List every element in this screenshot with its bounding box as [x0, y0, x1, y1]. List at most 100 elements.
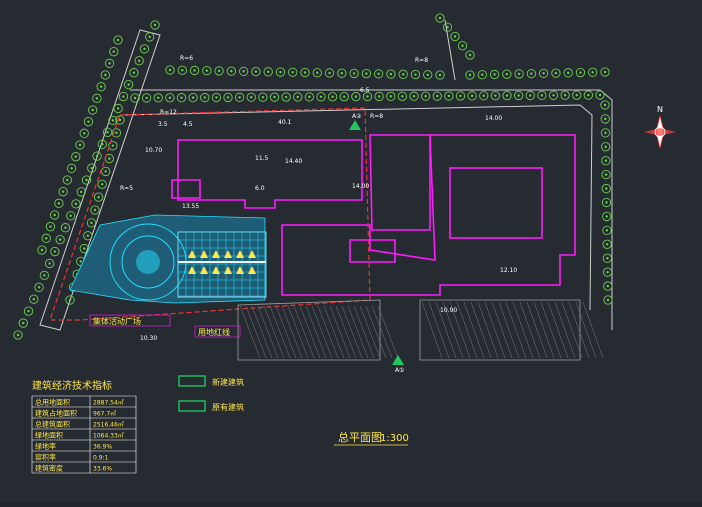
tree: [76, 187, 86, 197]
tree: [153, 93, 163, 103]
tree: [45, 222, 56, 232]
gate-b-label: A②: [352, 113, 362, 120]
tree: [83, 231, 93, 241]
tree: [88, 105, 98, 115]
tree: [560, 90, 570, 100]
dimension-label: 14.00: [485, 115, 502, 122]
lawn-hatch: [239, 301, 604, 359]
tech-row-value: 33.6%: [93, 466, 112, 473]
tree: [601, 156, 611, 166]
tree: [514, 69, 524, 79]
tree: [238, 66, 249, 77]
tree: [293, 92, 303, 102]
tree: [87, 163, 97, 173]
tree: [502, 90, 512, 101]
tree: [55, 234, 65, 245]
tree: [595, 90, 605, 100]
tree: [124, 79, 134, 90]
tree: [420, 91, 431, 101]
tree: [601, 169, 611, 180]
gate-a-label: A①: [395, 367, 404, 374]
tree: [71, 199, 81, 209]
tree: [150, 20, 160, 30]
fountain-plaza: [69, 214, 267, 304]
tree: [41, 233, 51, 243]
tree: [490, 91, 501, 101]
tree: [118, 91, 129, 102]
tree: [602, 239, 612, 249]
tree: [600, 100, 610, 110]
tree-rows: [13, 13, 613, 340]
tree: [92, 151, 102, 161]
tree: [13, 330, 23, 340]
tree: [423, 70, 433, 80]
tree: [108, 115, 118, 126]
tree: [189, 65, 200, 76]
tree: [50, 210, 60, 220]
tech-row-value: 0.9:1: [93, 455, 109, 462]
tech-row-name: 绿地率: [35, 442, 56, 451]
red-line-label: 用地红线: [198, 327, 230, 337]
tree: [145, 32, 155, 42]
tech-row-value: 2516.46㎡: [93, 421, 124, 429]
tree: [75, 140, 85, 150]
tree: [81, 175, 92, 185]
tree: [54, 198, 64, 208]
tree: [525, 90, 535, 101]
tree: [432, 91, 442, 101]
tree: [600, 114, 610, 124]
tree: [600, 142, 611, 152]
fountain-label: 集体活动广场: [93, 316, 141, 326]
tree: [435, 13, 445, 23]
tech-row-value: 967.7㎡: [93, 410, 116, 418]
tree: [34, 282, 44, 292]
tree: [339, 92, 349, 102]
tree: [455, 91, 466, 101]
tree: [386, 91, 396, 102]
tree: [526, 68, 537, 79]
plaza-labels: 集体活动广场 用地红线: [89, 314, 241, 338]
tree: [312, 68, 322, 78]
tree: [246, 92, 256, 102]
tree: [563, 68, 573, 78]
tree: [86, 218, 97, 228]
tree: [316, 92, 326, 102]
tree: [102, 127, 113, 137]
tree: [327, 92, 338, 102]
dimension-labels: 40.114.0011.56.014.4014.004.53.513.5510.…: [120, 55, 517, 342]
tree: [479, 91, 489, 101]
tree: [275, 67, 286, 77]
tree: [304, 92, 315, 102]
legend-existing-building: 原有建筑: [212, 402, 244, 412]
tree: [39, 270, 49, 281]
tree: [113, 35, 123, 45]
tree: [398, 69, 408, 79]
dimension-label: R=8: [370, 113, 383, 120]
tree: [444, 91, 454, 101]
tree: [188, 92, 198, 103]
tree: [141, 93, 152, 103]
dimension-label: 6.5: [360, 87, 370, 94]
tree: [92, 93, 102, 103]
tree: [588, 67, 598, 77]
tree: [477, 70, 487, 80]
tree: [373, 69, 384, 79]
tech-row-name: 建筑占地面积: [35, 409, 77, 418]
tree: [386, 69, 396, 79]
tree: [435, 70, 445, 80]
tree: [600, 128, 611, 138]
tree: [100, 70, 110, 80]
tree: [349, 68, 359, 79]
dimension-label: 13.55: [182, 203, 199, 210]
tree: [96, 82, 106, 92]
tree: [18, 318, 28, 328]
tech-row-name: 容积率: [35, 453, 56, 462]
tree: [165, 65, 175, 75]
tree: [324, 68, 335, 78]
tree: [66, 211, 76, 221]
tree: [269, 92, 280, 102]
dimension-label: 3.5: [158, 121, 168, 128]
tree: [101, 166, 111, 177]
